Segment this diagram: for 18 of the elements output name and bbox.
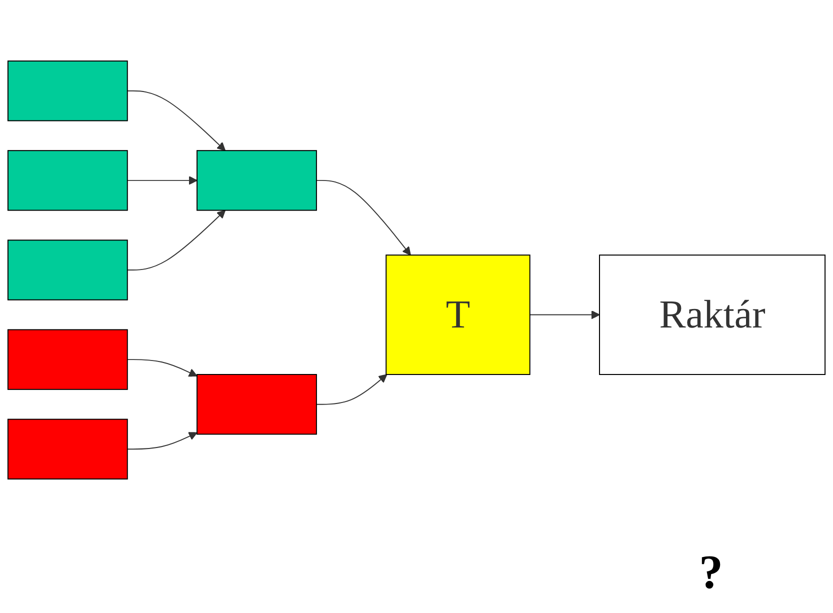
node-box — [7, 418, 128, 480]
arrow — [126, 210, 226, 270]
node-box — [7, 329, 128, 390]
arrow — [529, 310, 600, 320]
node-box — [7, 150, 128, 211]
arrow — [126, 359, 198, 377]
arrow — [126, 90, 226, 151]
node-box: Raktár — [599, 254, 826, 375]
node-box: T — [386, 254, 530, 375]
node-box — [7, 60, 128, 122]
node-box — [7, 240, 128, 300]
node-box — [196, 374, 317, 435]
node-box — [196, 150, 317, 211]
arrow — [316, 374, 388, 405]
question-mark-note: ? — [699, 546, 723, 599]
arrow — [316, 180, 411, 256]
arrow — [126, 432, 198, 450]
arrow — [126, 176, 198, 185]
